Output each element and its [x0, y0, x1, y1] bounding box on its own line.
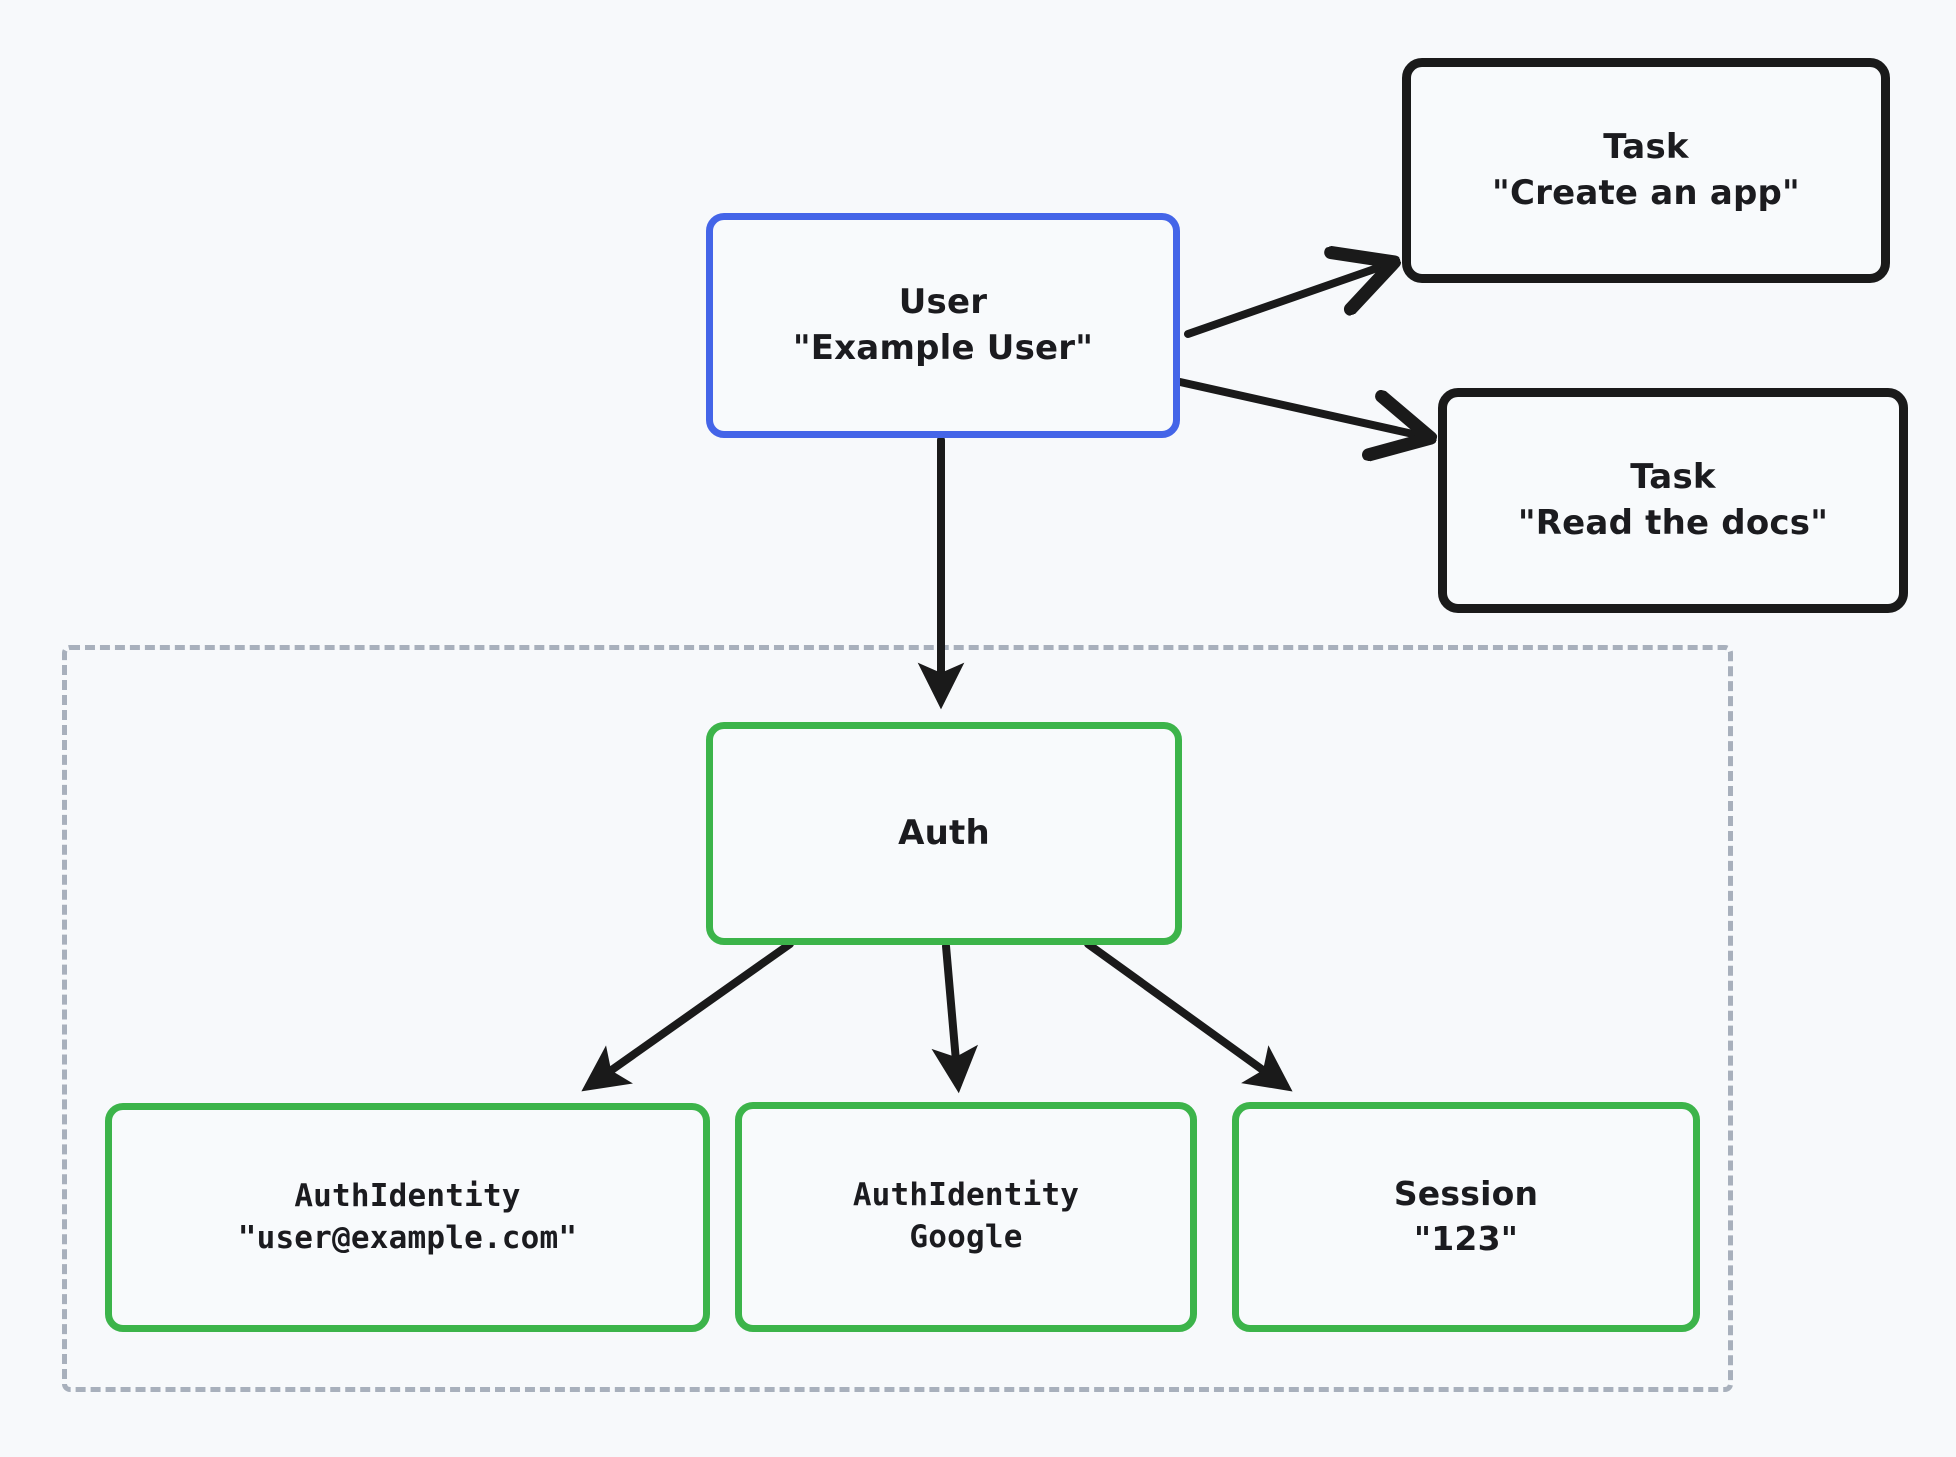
node-task-create-an-app[interactable]: Task "Create an app": [1402, 58, 1890, 283]
node-auth-title: Auth: [898, 812, 990, 853]
node-auth[interactable]: Auth: [706, 722, 1182, 945]
node-task-read-subtitle: "Read the docs": [1517, 502, 1829, 543]
node-auth-identity-email-title: AuthIdentity: [294, 1177, 521, 1214]
auth-group-container: [62, 645, 1733, 1392]
node-auth-identity-google-subtitle: Google: [909, 1219, 1023, 1255]
node-task-create-subtitle: "Create an app": [1492, 172, 1800, 213]
node-user-title: User: [898, 281, 988, 322]
node-session[interactable]: Session "123": [1232, 1102, 1700, 1332]
edge-user-to-task-create: [1184, 265, 1386, 338]
node-task-read-title: Task: [1630, 456, 1716, 497]
node-session-subtitle: "123": [1413, 1219, 1519, 1258]
node-session-title: Session: [1393, 1174, 1539, 1214]
node-auth-identity-google[interactable]: AuthIdentity Google: [735, 1102, 1197, 1332]
node-auth-identity-google-title: AuthIdentity: [852, 1177, 1080, 1214]
edge-user-to-task-read: [1176, 378, 1422, 436]
node-task-read-the-docs[interactable]: Task "Read the docs": [1438, 388, 1908, 613]
node-user-subtitle: "Example User": [792, 327, 1094, 368]
node-user[interactable]: User "Example User": [706, 213, 1180, 438]
node-auth-identity-email-subtitle: "user@example.com": [237, 1219, 578, 1256]
node-auth-identity-email[interactable]: AuthIdentity "user@example.com": [105, 1103, 710, 1332]
node-task-create-title: Task: [1603, 126, 1689, 167]
